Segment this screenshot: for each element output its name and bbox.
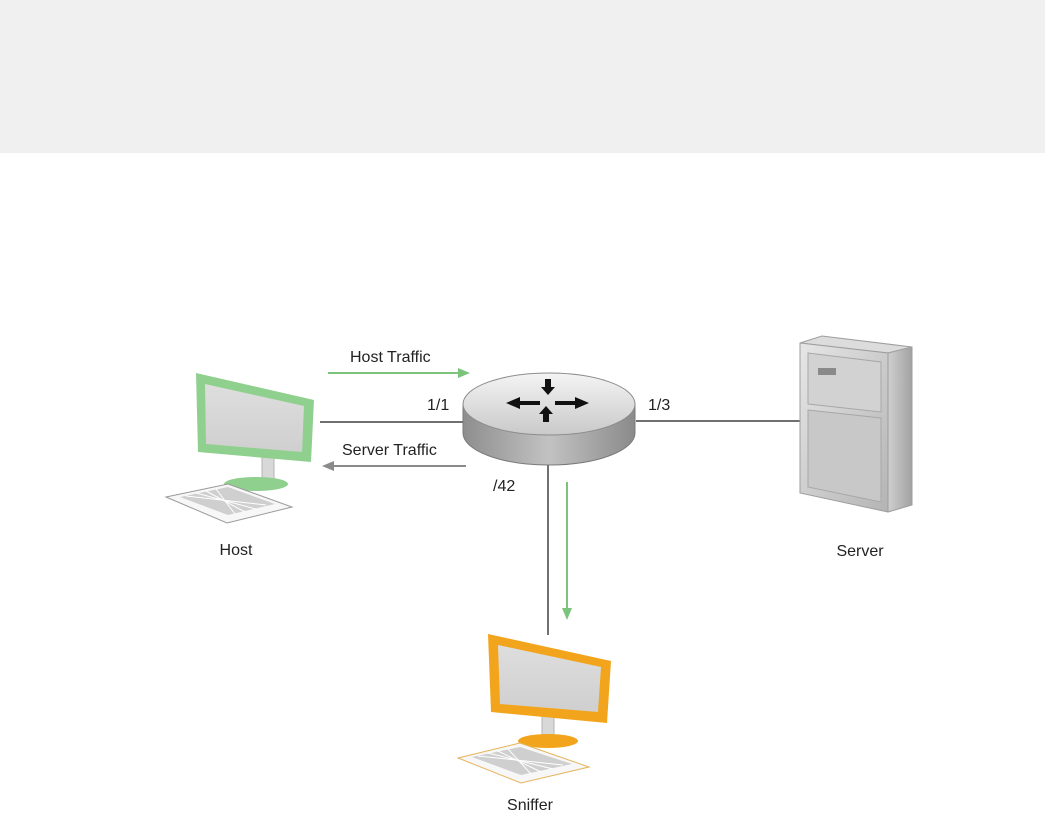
host-label: Host (220, 542, 253, 559)
sniffer-computer-icon (458, 634, 611, 783)
router-icon (463, 373, 635, 465)
host-traffic-arrow (328, 368, 470, 378)
server-label: Server (836, 543, 884, 560)
port-label-server-side: 1/3 (648, 397, 670, 414)
host-traffic-label: Host Traffic (350, 349, 431, 366)
sniffer-label: Sniffer (507, 797, 554, 814)
mirror-traffic-arrow (562, 482, 572, 620)
port-label-sniffer-side: /42 (493, 478, 515, 495)
server-traffic-arrow (322, 461, 466, 471)
host-computer-icon (166, 373, 314, 523)
port-label-host-side: 1/1 (427, 397, 449, 414)
server-traffic-label: Server Traffic (342, 442, 437, 459)
server-tower-icon (800, 336, 912, 512)
